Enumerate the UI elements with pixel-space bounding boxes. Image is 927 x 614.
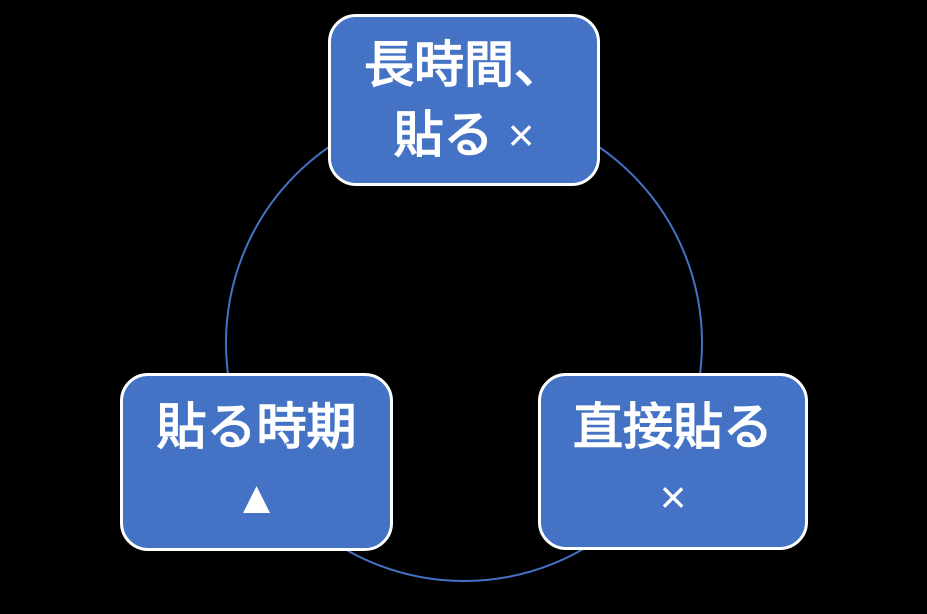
- triangle-up-icon: ▲: [233, 471, 280, 523]
- x-mark-icon: ×: [507, 109, 535, 161]
- node-bottom-right-label-line2: ×: [660, 462, 687, 532]
- node-bottom-left-label-line2: ▲: [234, 462, 280, 532]
- cycle-node-bottom-right: 直接貼る ×: [538, 373, 808, 550]
- cycle-node-bottom-left: 貼る時期 ▲: [120, 373, 393, 551]
- node-top-label-line2-text: 貼る: [393, 107, 494, 163]
- node-top-label-line1: 長時間、: [364, 37, 564, 93]
- node-bottom-right-label-line1: 直接貼る: [573, 398, 773, 455]
- node-bottom-left-label-line1: 貼る時期: [156, 399, 357, 455]
- node-top-label-line2: 貼る ×: [394, 100, 535, 170]
- x-mark-icon: ×: [659, 470, 687, 523]
- cycle-node-top: 長時間、 貼る ×: [328, 14, 600, 186]
